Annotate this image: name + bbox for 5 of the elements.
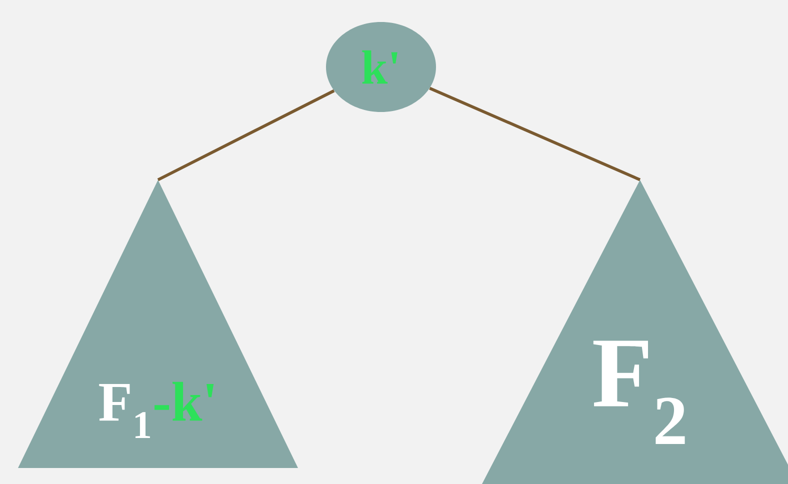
triangle-node: F$_{2}$ <box>482 180 788 484</box>
connector-line <box>157 89 335 182</box>
triangle-node: F$_{1}$ -k' <box>18 180 298 468</box>
connector-line <box>429 86 641 182</box>
circle-node: k' <box>326 22 436 112</box>
